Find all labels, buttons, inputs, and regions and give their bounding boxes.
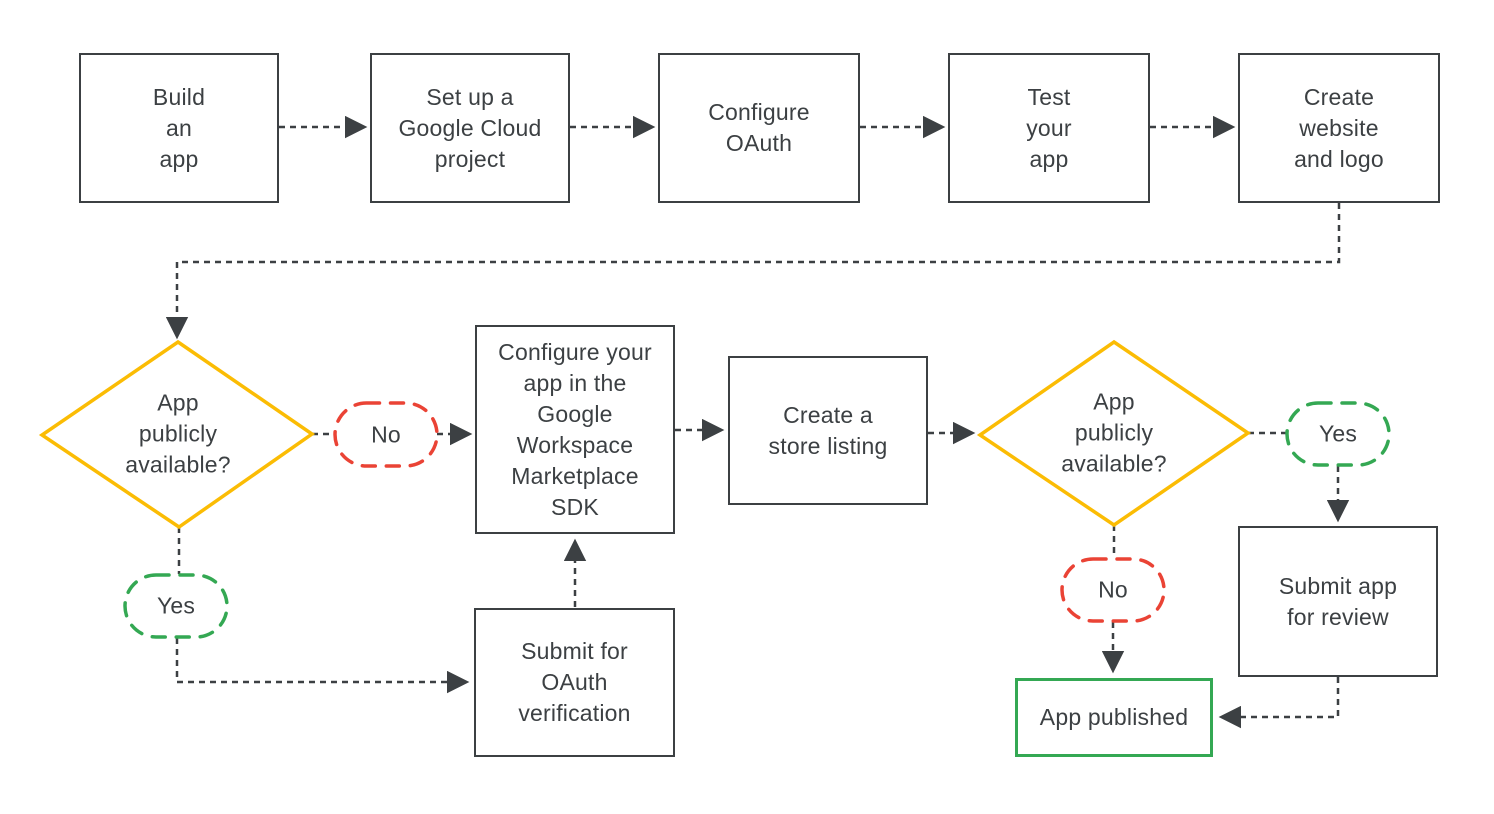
- node-test-your-app-label: Test your app: [1026, 83, 1072, 172]
- node-test-your-app: Test your app: [948, 53, 1150, 203]
- node-app-published-label: App published: [1039, 704, 1189, 730]
- decision1-label: App publicly available?: [125, 389, 231, 478]
- node-configure-oauth-label: Configure OAuth: [708, 99, 810, 156]
- no2-stadium-shape: [1060, 557, 1166, 623]
- decision1-diamond-shape: [38, 339, 316, 530]
- no1-stadium-shape: [333, 401, 439, 468]
- yes2-stadium-shape: [1285, 401, 1391, 467]
- decision2-label: App publicly available?: [1061, 388, 1167, 477]
- node-submit-app-for-review-label: Submit app for review: [1278, 572, 1398, 630]
- yes1-stadium-shape: [123, 573, 229, 639]
- node-submit-oauth-verification: Submit for OAuth verification: [474, 608, 675, 757]
- node-configure-oauth: Configure OAuth: [658, 53, 860, 203]
- edge-website-to-decision1: [165, 203, 1341, 340]
- edge-submit-review-to-published: [1218, 677, 1340, 729]
- node-app-published: App published: [1015, 678, 1213, 757]
- node-create-website-and-logo: Create website and logo: [1238, 53, 1440, 203]
- edge-label-yes1: Yes: [156, 592, 196, 619]
- node-configure-marketplace-sdk-label: Configure your app in the Google Workspa…: [498, 338, 652, 520]
- edge-label-yes2: Yes: [1318, 420, 1358, 447]
- edge-label-no1: No: [371, 421, 401, 448]
- node-submit-oauth-verification-label: Submit for OAuth verification: [518, 638, 631, 726]
- node-setup-google-cloud-project-label: Set up a Google Cloud project: [398, 83, 542, 172]
- edge-label-no2: No: [1098, 576, 1128, 603]
- node-create-store-listing-label: Create a store listing: [768, 401, 888, 459]
- node-build-an-app: Build an app: [79, 53, 279, 203]
- node-create-website-and-logo-label: Create website and logo: [1294, 83, 1384, 172]
- node-setup-google-cloud-project: Set up a Google Cloud project: [370, 53, 570, 203]
- edge-yes1-to-submit-oauth: [175, 638, 470, 694]
- node-build-an-app-label: Build an app: [152, 83, 206, 172]
- node-submit-app-for-review: Submit app for review: [1238, 526, 1438, 677]
- node-create-store-listing: Create a store listing: [728, 356, 928, 505]
- decision2-diamond-shape: [976, 339, 1252, 528]
- node-configure-marketplace-sdk: Configure your app in the Google Workspa…: [475, 325, 675, 534]
